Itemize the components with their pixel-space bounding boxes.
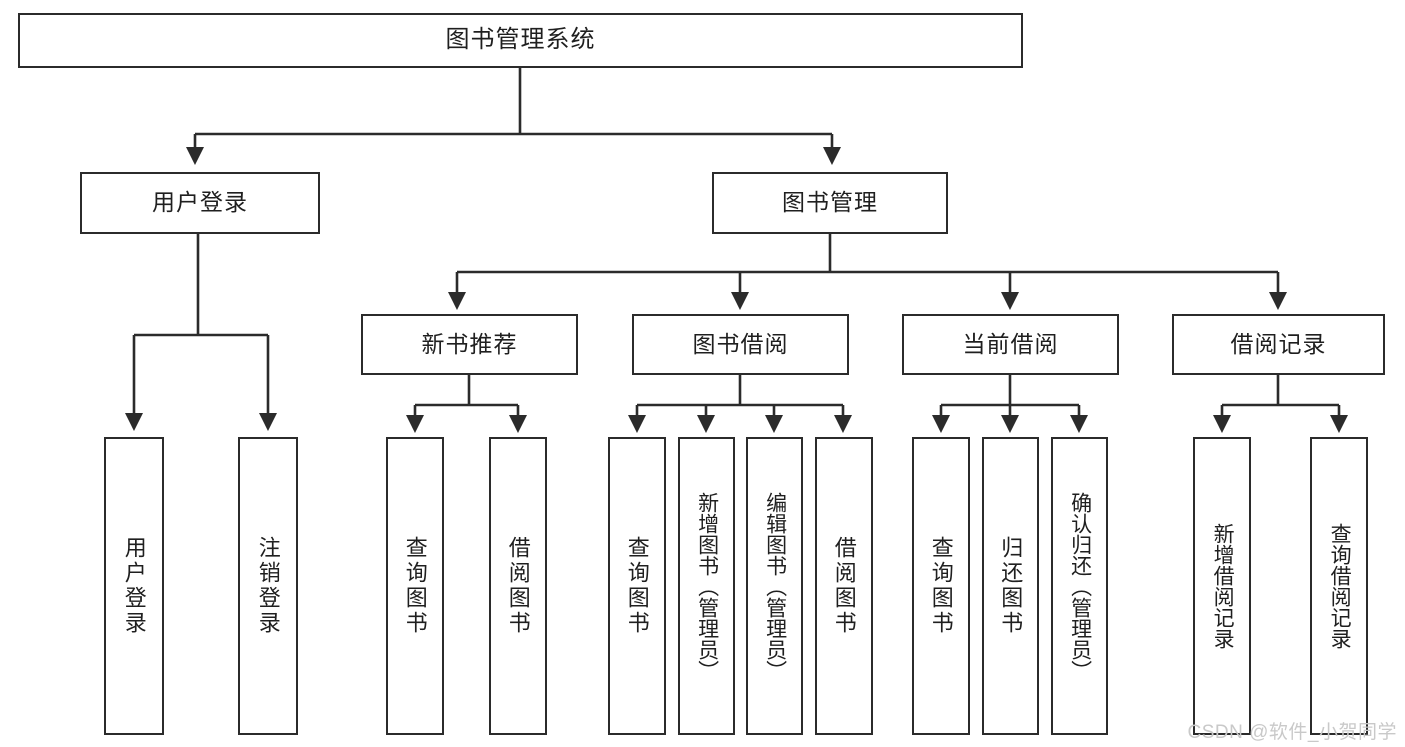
node-label: 图书借阅 xyxy=(692,330,789,357)
node-book-management[interactable]: 图书管理 xyxy=(712,172,948,234)
node-label: 用户登录 xyxy=(152,189,248,216)
leaf-user-logout[interactable]: 注销登录 xyxy=(238,437,298,735)
node-label: 借阅图书 xyxy=(505,536,531,636)
leaf-user-login[interactable]: 用户登录 xyxy=(104,437,164,735)
leaf-query-book-1[interactable]: 查询图书 xyxy=(386,437,444,735)
node-label: 编辑图书（管理员） xyxy=(763,491,787,681)
node-label: 查询借阅记录 xyxy=(1328,523,1352,649)
csdn-watermark: CSDN @软件_小贺同学 xyxy=(1187,722,1397,743)
node-user-login[interactable]: 用户登录 xyxy=(80,172,320,234)
node-label: 新增图书（管理员） xyxy=(695,491,719,681)
leaf-borrow-book-2[interactable]: 借阅图书 xyxy=(815,437,873,735)
node-label: 用户登录 xyxy=(121,536,147,636)
leaf-confirm-return[interactable]: 确认归还（管理员） xyxy=(1051,437,1108,735)
node-label: 确认归还（管理员） xyxy=(1068,491,1092,681)
node-label: 借阅记录 xyxy=(1230,330,1327,357)
leaf-add-book[interactable]: 新增图书（管理员） xyxy=(678,437,735,735)
node-label: 借阅图书 xyxy=(831,536,857,636)
node-label: 归还图书 xyxy=(998,536,1024,636)
leaf-query-book-3[interactable]: 查询图书 xyxy=(912,437,970,735)
node-label: 注销登录 xyxy=(255,536,281,636)
leaf-return-book[interactable]: 归还图书 xyxy=(982,437,1039,735)
leaf-borrow-book-1[interactable]: 借阅图书 xyxy=(489,437,547,735)
node-new-book-recommend[interactable]: 新书推荐 xyxy=(361,314,578,375)
node-label: 图书管理 xyxy=(782,189,878,216)
node-label: 查询图书 xyxy=(928,536,954,636)
node-label: 新书推荐 xyxy=(421,330,518,357)
leaf-query-book-2[interactable]: 查询图书 xyxy=(608,437,666,735)
leaf-edit-book[interactable]: 编辑图书（管理员） xyxy=(746,437,803,735)
node-label: 图书管理系统 xyxy=(445,26,596,54)
node-label: 查询图书 xyxy=(402,536,428,636)
leaf-query-record[interactable]: 查询借阅记录 xyxy=(1310,437,1368,735)
node-book-borrow[interactable]: 图书借阅 xyxy=(632,314,849,375)
node-current-borrow[interactable]: 当前借阅 xyxy=(902,314,1119,375)
node-label: 当前借阅 xyxy=(962,330,1059,357)
leaf-add-record[interactable]: 新增借阅记录 xyxy=(1193,437,1251,735)
node-label: 查询图书 xyxy=(624,536,650,636)
node-borrow-record[interactable]: 借阅记录 xyxy=(1172,314,1385,375)
node-label: 新增借阅记录 xyxy=(1211,523,1235,649)
node-root-book-management-system[interactable]: 图书管理系统 xyxy=(18,13,1023,68)
